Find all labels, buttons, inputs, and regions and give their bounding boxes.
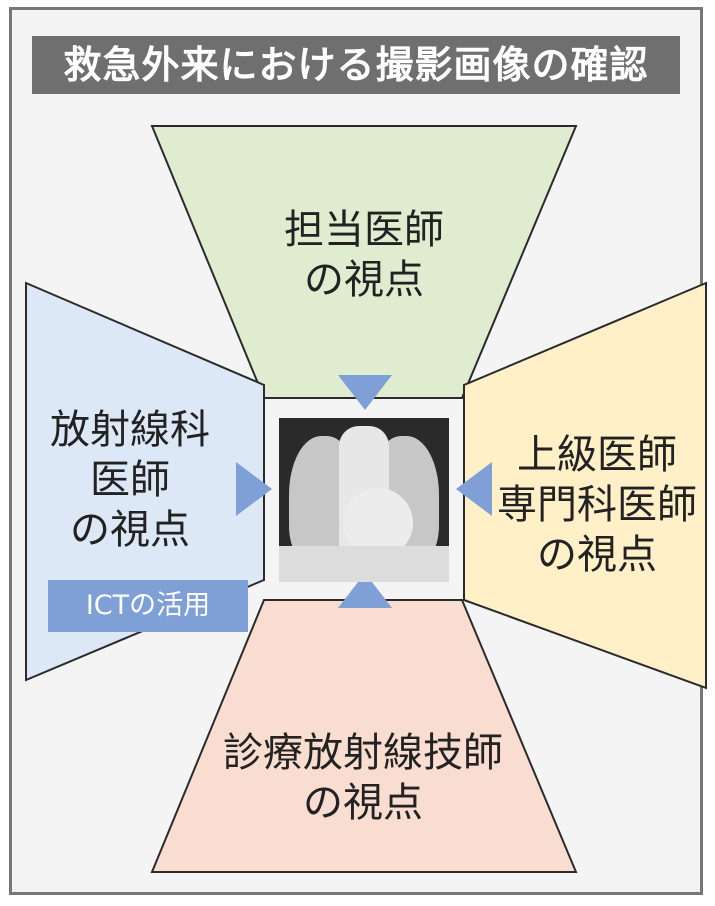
left-perspective-label: 放射線科 医師 の視点: [30, 405, 230, 555]
left-label-line3: の視点: [70, 507, 190, 553]
top-label-line1: 担当医師: [284, 207, 444, 253]
left-label-line2: 医師: [90, 457, 170, 503]
right-perspective-panel: [463, 281, 707, 690]
right-perspective-label: 上級医師 専門科医師 の視点: [488, 430, 706, 580]
top-perspective-label: 担当医師 の視点: [264, 205, 464, 305]
bottom-label-line2: の視点: [303, 780, 423, 826]
bottom-label-line1: 診療放射線技師: [223, 730, 503, 776]
top-label-line2: の視点: [304, 257, 424, 303]
bottom-perspective-label: 診療放射線技師 の視点: [200, 728, 526, 828]
left-label-line1: 放射線科: [50, 407, 210, 453]
ict-badge: ICTの活用: [48, 580, 248, 632]
right-label-line1: 上級医師: [517, 432, 677, 478]
xray-diaphragm: [279, 546, 449, 582]
arrow-left-icon: [456, 462, 492, 516]
bottom-perspective-panel: [150, 599, 578, 873]
arrow-right-icon: [236, 462, 272, 516]
page-title: 救急外来における撮影画像の確認: [32, 36, 680, 94]
chest-xray-image: [279, 418, 449, 582]
top-perspective-panel: [150, 125, 578, 399]
arrow-up-icon: [338, 573, 392, 608]
right-label-line2: 専門科医師: [497, 482, 697, 528]
right-label-line3: の視点: [537, 532, 657, 578]
arrow-down-icon: [338, 375, 392, 410]
